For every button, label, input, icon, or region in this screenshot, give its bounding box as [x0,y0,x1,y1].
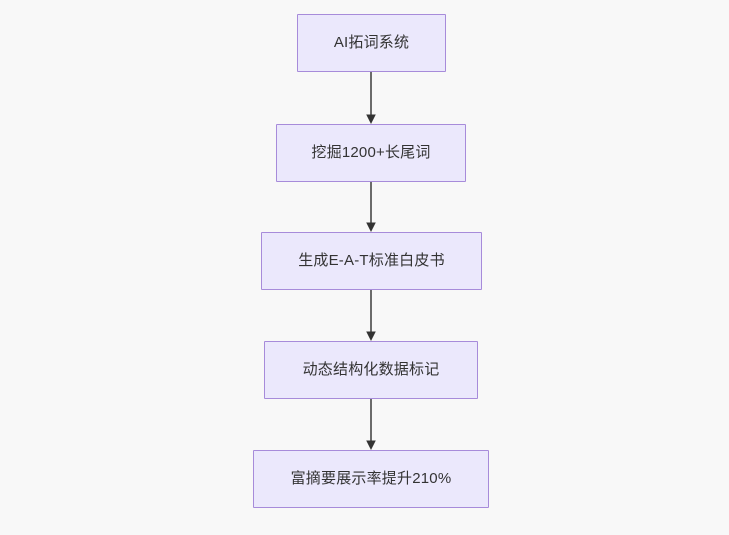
flowchart-node-n5[interactable]: 富摘要展示率提升210% [253,450,489,508]
flowchart-node-n2[interactable]: 挖掘1200+长尾词 [276,124,466,182]
flowchart-node-label: 动态结构化数据标记 [302,361,440,378]
flowchart-node-n1[interactable]: AI拓词系统 [297,14,446,72]
edge-n3-n4 [366,290,376,341]
flowchart-node-label: 挖掘1200+长尾词 [311,144,431,161]
flowchart-node-label: 生成E-A-T标准白皮书 [298,252,445,269]
edge-n2-n3 [366,182,376,232]
flowchart-node-label: AI拓词系统 [333,34,410,51]
edge-n1-n2 [366,72,376,124]
flowchart-node-n3[interactable]: 生成E-A-T标准白皮书 [261,232,482,290]
flowchart-node-n4[interactable]: 动态结构化数据标记 [264,341,478,399]
flowchart-node-label: 富摘要展示率提升210% [290,470,452,487]
edge-n4-n5 [366,399,376,450]
